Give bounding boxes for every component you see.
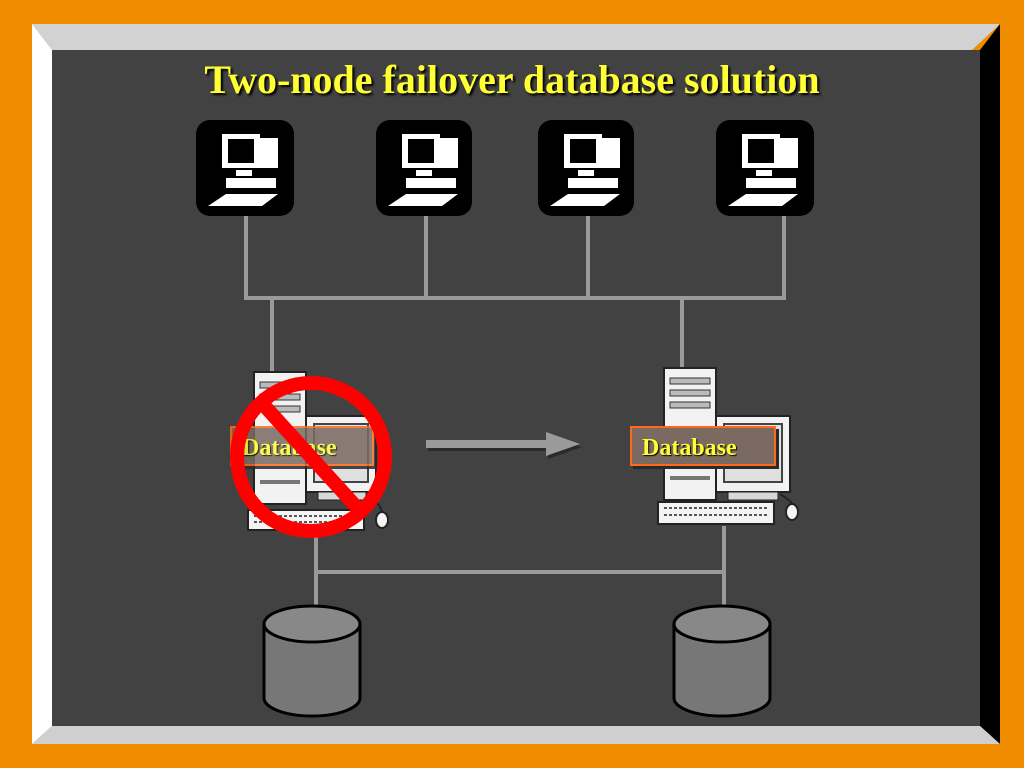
client-workstation-3 (538, 120, 634, 216)
network-lines (244, 210, 786, 610)
diagram-panel (52, 50, 980, 726)
workstation-icon (716, 120, 814, 216)
client-workstation-4 (716, 120, 814, 216)
workstation-icon (376, 120, 472, 216)
workstation-icon (196, 120, 294, 216)
frame-bevel-left (32, 24, 52, 744)
storage-cylinder-icon (262, 604, 362, 718)
slide-title: Two-node failover database solution (204, 57, 820, 102)
workstation-icon (538, 120, 634, 216)
client-workstation-1 (196, 120, 294, 216)
frame-bevel-top (32, 24, 1000, 50)
failover-arrow (426, 432, 582, 459)
primary-database-label: Database (230, 426, 374, 466)
client-workstation-2 (376, 120, 472, 216)
storage-disk-2 (672, 604, 772, 718)
frame-bevel-bottom (32, 726, 1000, 744)
secondary-database-label: Database (630, 426, 776, 466)
storage-disk-1 (262, 604, 362, 718)
frame-bevel-right (980, 24, 1000, 744)
arrow-right-icon (546, 432, 580, 456)
storage-cylinder-icon (672, 604, 772, 718)
